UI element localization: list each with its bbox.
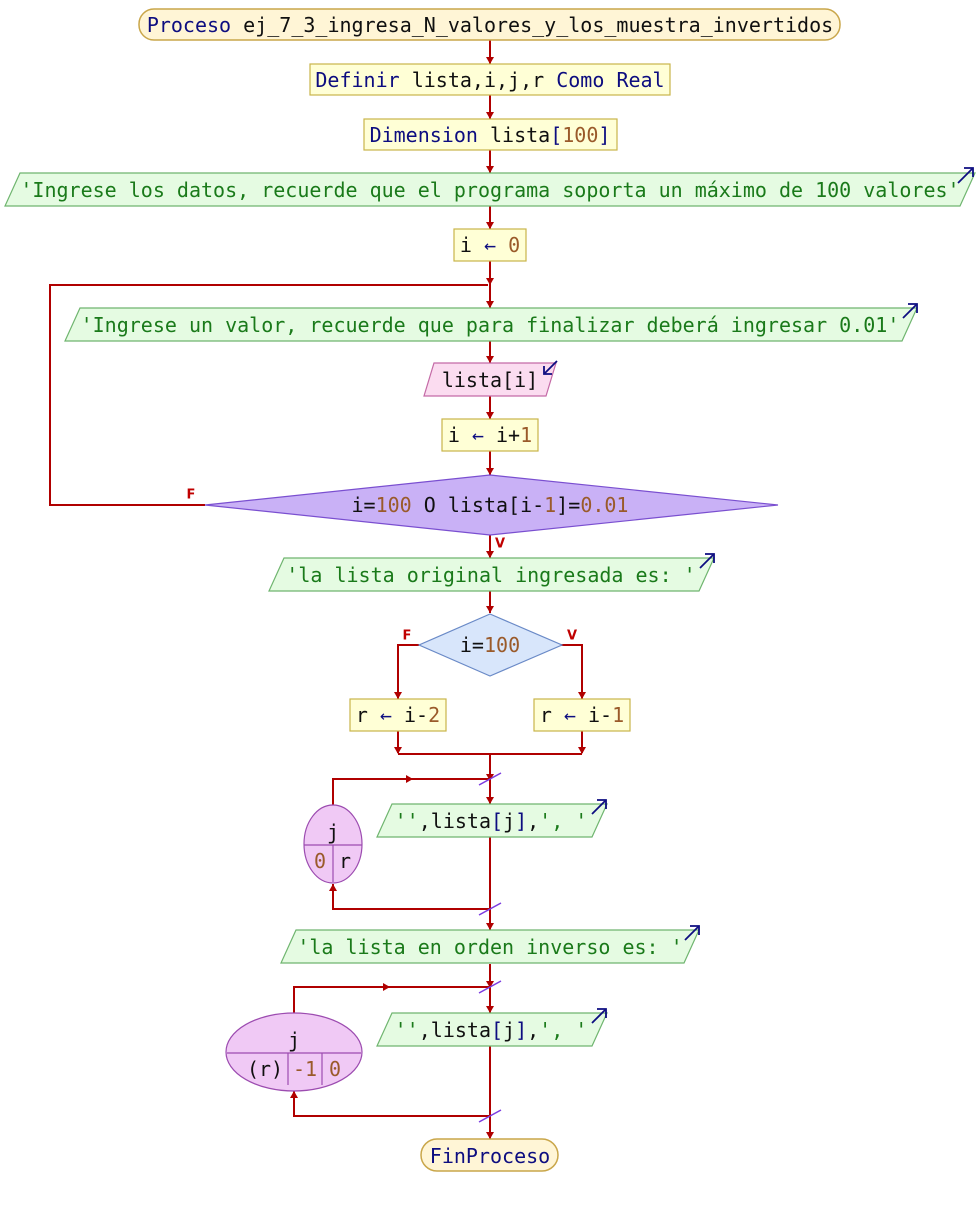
for2-to: 0 bbox=[329, 1057, 341, 1081]
svg-text:Dimension lista[100]: Dimension lista[100] bbox=[370, 123, 611, 147]
keyword-proceso: Proceso bbox=[147, 13, 231, 37]
svg-text:i ← i+1: i ← i+1 bbox=[448, 423, 532, 447]
output-inverse-text: 'la lista en orden inverso es: ' bbox=[297, 935, 682, 959]
for-loop-ascending: j 0 r bbox=[303, 804, 363, 884]
output-item-2-text: '',lista[j],', ' bbox=[395, 1018, 588, 1042]
input-expr: lista[i] bbox=[442, 368, 538, 392]
if-false-label: F bbox=[403, 629, 412, 644]
svg-text:i=100 O lista[i-1]=0.01: i=100 O lista[i-1]=0.01 bbox=[352, 493, 629, 517]
assign-true-block: r ← i-1 bbox=[533, 698, 631, 732]
svg-text:r ← i-2: r ← i-2 bbox=[356, 703, 440, 727]
output-intro: 'Ingrese los datos, recuerde que el prog… bbox=[4, 167, 976, 207]
output-arrow-icon bbox=[957, 167, 974, 184]
output-item-1-text: '',lista[j],', ' bbox=[395, 809, 588, 833]
loop-ticks bbox=[478, 772, 502, 1123]
false-label: F bbox=[187, 488, 196, 503]
output-arrow-icon bbox=[684, 925, 700, 941]
define-block: Definir lista,i,j,r Como Real bbox=[309, 63, 671, 96]
output-item-1: '',lista[j],', ' bbox=[376, 799, 608, 838]
start-terminal: Proceso ej_7_3_ingresa_N_valores_y_los_m… bbox=[138, 8, 841, 41]
dimension-size: 100 bbox=[562, 123, 598, 147]
svg-text:i ← 0: i ← 0 bbox=[460, 233, 520, 257]
increment-block: i ← i+1 bbox=[441, 418, 539, 452]
arrowheads bbox=[290, 57, 586, 1139]
output-arrow-icon bbox=[591, 799, 607, 815]
svg-text:i=100: i=100 bbox=[460, 633, 520, 657]
for-loop-descending: j (r) -1 0 bbox=[225, 1012, 363, 1092]
svg-text:r ← i-1: r ← i-1 bbox=[540, 703, 624, 727]
output-prompt: 'Ingrese un valor, recuerde que para fin… bbox=[64, 303, 918, 342]
keyword-fin: FinProceso bbox=[430, 1144, 550, 1168]
loop-decision: i=100 O lista[i-1]=0.01 F V bbox=[187, 474, 779, 552]
for1-to: r bbox=[339, 849, 351, 873]
output-original-text: 'la lista original ingresada es: ' bbox=[286, 563, 695, 587]
output-inverse: 'la lista en orden inverso es: ' bbox=[280, 925, 700, 964]
keyword-real: Real bbox=[616, 68, 664, 92]
for2-var: j bbox=[288, 1028, 300, 1052]
dimension-block: Dimension lista[100] bbox=[363, 118, 618, 151]
if-true-label: V bbox=[567, 629, 577, 644]
if-decision: i=100 F V bbox=[403, 613, 577, 677]
true-label: V bbox=[495, 537, 505, 552]
for2-step: -1 bbox=[293, 1057, 317, 1081]
input-block: lista[i] bbox=[423, 360, 558, 397]
for1-from: 0 bbox=[314, 849, 326, 873]
keyword-dimension: Dimension bbox=[370, 123, 478, 147]
output-item-2: '',lista[j],', ' bbox=[376, 1008, 608, 1047]
svg-text:Definir lista,i,j,r Como Real: Definir lista,i,j,r Como Real bbox=[315, 68, 664, 92]
keyword-como: Como bbox=[556, 68, 604, 92]
define-vars: lista,i,j,r bbox=[412, 68, 544, 92]
for2-from: (r) bbox=[247, 1057, 283, 1081]
assign-i-zero: i ← 0 bbox=[453, 228, 527, 262]
svg-text:Proceso ej_7_3_ingresa_N_valor: Proceso ej_7_3_ingresa_N_valores_y_los_m… bbox=[147, 13, 833, 37]
assign-false-block: r ← i-2 bbox=[349, 698, 447, 732]
process-name: ej_7_3_ingresa_N_valores_y_los_muestra_i… bbox=[243, 13, 833, 37]
end-terminal: FinProceso bbox=[420, 1138, 559, 1172]
output-prompt-text: 'Ingrese un valor, recuerde que para fin… bbox=[81, 313, 900, 337]
keyword-definir: Definir bbox=[315, 68, 399, 92]
input-arrow-icon bbox=[543, 360, 558, 375]
output-arrow-icon bbox=[591, 1008, 607, 1024]
output-arrow-icon bbox=[902, 303, 918, 319]
dimension-var: lista bbox=[490, 123, 550, 147]
output-intro-text: 'Ingrese los datos, recuerde que el prog… bbox=[20, 178, 959, 202]
output-arrow-icon bbox=[699, 553, 715, 569]
for1-var: j bbox=[327, 820, 339, 844]
output-original: 'la lista original ingresada es: ' bbox=[268, 553, 715, 592]
